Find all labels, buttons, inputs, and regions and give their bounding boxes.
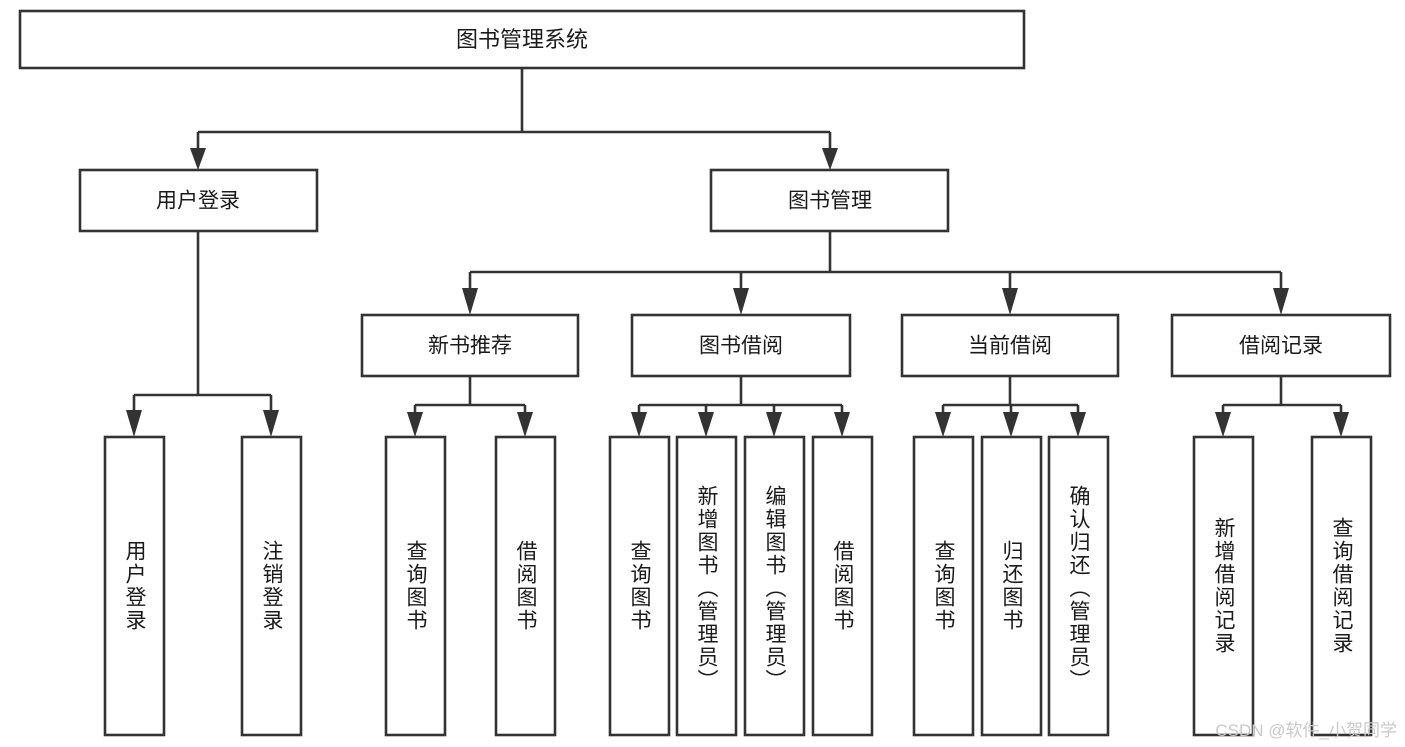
leaf-box-bb-2[interactable] [675, 435, 738, 737]
node-book-borrow-box[interactable] [630, 313, 852, 378]
arrow-head-book-borrow [733, 288, 749, 315]
leaf-boxes-current-borrow [912, 435, 1110, 737]
node-user-login-box[interactable] [78, 168, 319, 233]
node-new-book-recommend-box[interactable] [360, 313, 580, 378]
leaf-boxes-book-borrow [608, 435, 874, 737]
arrow-head-current-borrow [1002, 288, 1018, 315]
arrow-head-leaf-br-1 [1215, 412, 1231, 437]
connector-group-root [190, 68, 838, 170]
node-borrow-record[interactable]: 借阅记录 [1170, 313, 1392, 378]
arrow-head-leaf-bb-4 [834, 412, 850, 437]
csdn-watermark: CSDN @软件_小贺同学 [1215, 721, 1397, 740]
arrow-head-leaf-cb-1 [935, 412, 951, 437]
arrow-head-leaf-bb-3 [766, 412, 782, 437]
leaf-boxes-new-book-recommend [384, 435, 557, 737]
arrow-head-leaf-nbr-1 [407, 412, 423, 437]
connector-group-book-borrow [631, 376, 850, 437]
leaf-box-cb-3[interactable] [1047, 435, 1110, 737]
arrow-head-leaf-bb-2 [698, 412, 714, 437]
leaf-box-user-login-1[interactable] [103, 435, 166, 737]
connector-group-user-login [126, 231, 279, 437]
arrow-head-leaf-cb-2 [1003, 412, 1019, 437]
node-current-borrow-box[interactable] [900, 313, 1120, 378]
node-book-management-box[interactable] [709, 168, 950, 233]
node-root-box[interactable] [18, 9, 1026, 70]
arrow-head-leaf-bb-1 [631, 412, 647, 437]
leaf-box-user-login-2[interactable] [240, 435, 303, 737]
node-book-borrow-label: 图书借阅 [699, 335, 783, 358]
node-root-label: 图书管理系统 [456, 27, 588, 52]
connector-group-borrow-record [1215, 376, 1349, 437]
node-user-login-label: 用户登录 [156, 190, 240, 213]
leaf-box-cb-2[interactable] [980, 435, 1043, 737]
node-book-management[interactable]: 图书管理 [709, 168, 950, 233]
node-current-borrow-label: 当前借阅 [968, 335, 1052, 358]
arrow-head-leaf-cb-3 [1070, 412, 1086, 437]
leaf-box-bb-3[interactable] [743, 435, 806, 737]
node-borrow-record-label: 借阅记录 [1239, 335, 1323, 358]
leaf-boxes-user-login [103, 435, 303, 737]
arrow-head-leaf-nbr-2 [517, 412, 533, 437]
leaf-box-nbr-2[interactable] [494, 435, 557, 737]
arrow-head-user-login [190, 148, 206, 170]
leaf-box-bb-1[interactable] [608, 435, 671, 737]
leaf-box-cb-1[interactable] [912, 435, 975, 737]
arrow-head-leaf-user-login-2 [263, 410, 279, 437]
arrow-head-leaf-user-login-1 [126, 410, 142, 437]
node-book-management-label: 图书管理 [788, 190, 872, 213]
leaf-box-nbr-1[interactable] [384, 435, 447, 737]
arrow-head-new-book-recommend [462, 288, 478, 315]
arrow-head-leaf-br-2 [1333, 412, 1349, 437]
node-root[interactable]: 图书管理系统 [18, 9, 1026, 70]
connector-group-new-book-recommend [407, 376, 533, 437]
node-current-borrow[interactable]: 当前借阅 [900, 313, 1120, 378]
arrow-head-borrow-record [1273, 288, 1289, 315]
node-book-borrow[interactable]: 图书借阅 [630, 313, 852, 378]
connector-group-current-borrow [935, 376, 1086, 437]
node-user-login[interactable]: 用户登录 [78, 168, 319, 233]
node-new-book-recommend[interactable]: 新书推荐 [360, 313, 580, 378]
leaf-box-br-1[interactable] [1192, 435, 1255, 737]
arrow-head-book-mgmt [822, 148, 838, 170]
leaf-box-br-2[interactable] [1310, 435, 1373, 737]
leaf-boxes-borrow-record [1192, 435, 1373, 737]
node-borrow-record-box[interactable] [1170, 313, 1392, 378]
node-new-book-recommend-label: 新书推荐 [428, 335, 512, 358]
leaf-box-bb-4[interactable] [811, 435, 874, 737]
connector-group-book-mgmt [462, 231, 1289, 315]
